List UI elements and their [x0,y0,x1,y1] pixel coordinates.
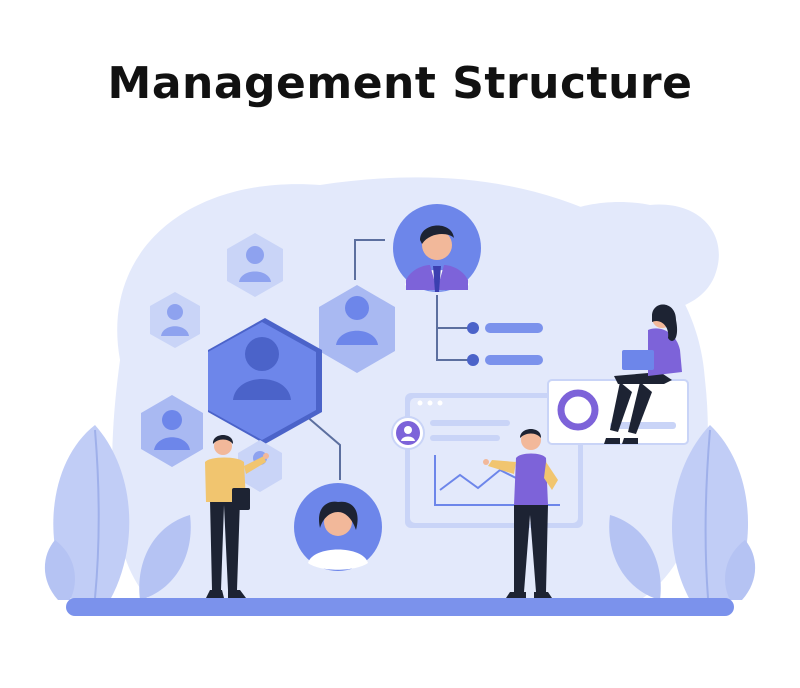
manager-avatar [393,204,481,292]
person-hex-2 [150,292,200,348]
person-with-clipboard [205,435,269,598]
employee-avatar [294,483,382,571]
cloud-blob [516,202,719,315]
profile-icon [391,416,425,450]
page-title: Management Structure [107,58,693,109]
person-hex-main [208,318,322,444]
person-hex-1 [227,233,283,297]
hierarchy-labels [467,322,543,366]
leaf-icon-right [609,425,756,600]
laptop-icon [622,350,654,370]
connector-lines [304,239,470,480]
leaf-icon-left [44,425,191,600]
ground-bar [66,598,734,616]
donut-chart-icon [557,389,599,431]
clipboard-icon [232,488,250,510]
person-sitting-laptop [604,304,682,444]
person-presenting [483,429,558,598]
person-hex-3 [319,285,395,373]
person-hex-4 [141,395,203,467]
